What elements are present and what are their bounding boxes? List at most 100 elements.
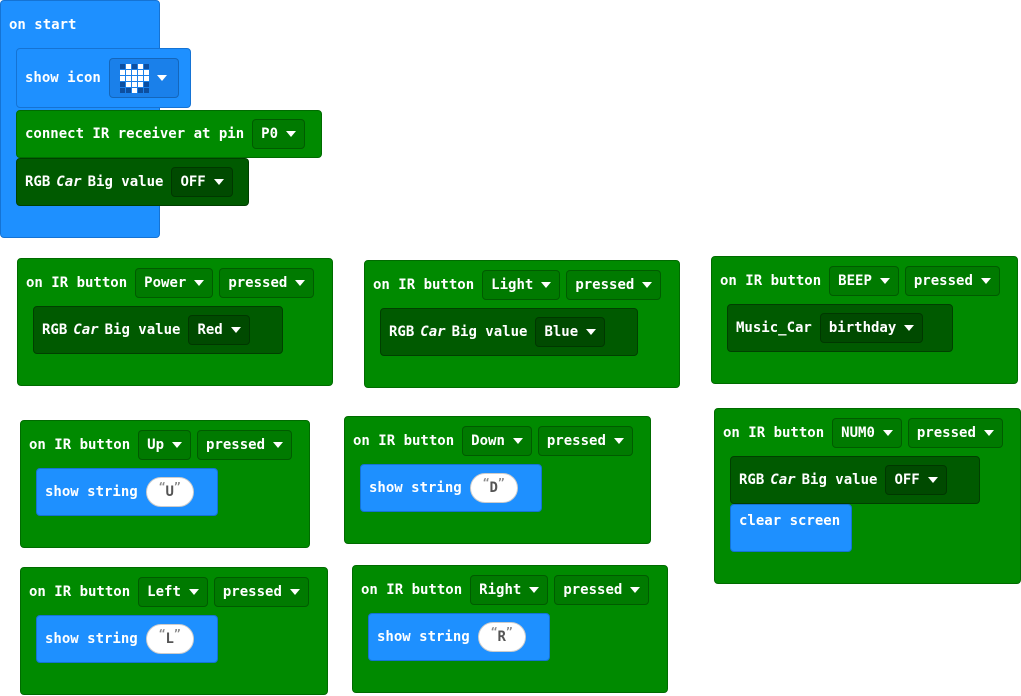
on-ir-button-label: on IR button <box>353 433 455 449</box>
ir-handler-header: on IR button Up pressed <box>29 430 298 460</box>
on-ir-button-label: on IR button <box>373 277 475 293</box>
ir-handler-header: on IR button NUM0 pressed <box>723 418 1009 448</box>
string-input[interactable]: “D” <box>469 473 518 503</box>
ir-event-dropdown[interactable]: pressed <box>537 426 633 456</box>
chevron-down-icon <box>980 278 991 284</box>
string-input[interactable]: “U” <box>145 477 194 507</box>
ir-handler-header: on IR button Left pressed <box>29 577 315 607</box>
string-input[interactable]: “L” <box>145 624 194 654</box>
ir-button-dropdown-value: BEEP <box>838 273 872 289</box>
clear-screen-label: clear screen <box>739 513 841 529</box>
ir-button-dropdown[interactable]: Power <box>135 268 214 298</box>
ir-event-dropdown-value: pressed <box>916 425 976 441</box>
ir-button-dropdown-value: Power <box>144 275 187 291</box>
ir-event-dropdown-value: pressed <box>546 433 606 449</box>
ir-button-dropdown[interactable]: Down <box>462 426 532 456</box>
on-ir-button-label: on IR button <box>29 584 131 600</box>
chevron-down-icon <box>882 430 893 436</box>
open-quote: “ <box>158 626 166 640</box>
ir-handler-header: on IR button BEEP pressed <box>720 266 1006 296</box>
rgb-label: RGB <box>389 324 415 340</box>
on-ir-button-label: on IR button <box>361 582 463 598</box>
rgb-value: OFF <box>180 174 206 190</box>
ir-button-dropdown[interactable]: Left <box>138 577 208 607</box>
show-string-label: show string <box>369 480 462 496</box>
chevron-down-icon <box>172 442 183 448</box>
icon-picker[interactable] <box>108 58 179 98</box>
show-icon-block[interactable]: show icon <box>16 48 191 108</box>
ir-event-dropdown[interactable]: pressed <box>907 418 1003 448</box>
heart-icon <box>120 63 150 93</box>
ir-button-dropdown-value: Up <box>147 437 165 453</box>
ir-handler-header: on IR button Right pressed <box>361 575 655 605</box>
ir-event-dropdown[interactable]: pressed <box>904 266 1000 296</box>
chevron-down-icon <box>904 325 915 331</box>
ir-event-dropdown[interactable]: pressed <box>219 268 315 298</box>
rgb-label: RGB <box>25 174 51 190</box>
car-label: Car <box>770 472 796 488</box>
ir-event-dropdown[interactable]: pressed <box>554 575 650 605</box>
ir-handler-header: on IR button Down pressed <box>353 426 639 456</box>
ir-button-dropdown[interactable]: Up <box>138 430 192 460</box>
ir-button-dropdown-value: Left <box>147 584 181 600</box>
connect-ir-block[interactable]: connect IR receiver at pin P0 <box>16 110 322 158</box>
ir-event-dropdown-value: pressed <box>222 584 282 600</box>
open-quote: “ <box>158 479 166 493</box>
rgb-value-dropdown-value: OFF <box>894 472 920 488</box>
on-ir-button-label: on IR button <box>26 275 128 291</box>
chevron-down-icon <box>230 327 241 333</box>
rgb-value-dropdown[interactable]: OFF <box>885 465 947 495</box>
car-label: Car <box>73 322 99 338</box>
chevron-down-icon <box>983 430 994 436</box>
pin-dropdown[interactable]: P0 <box>252 119 306 149</box>
close-quote: ” <box>505 624 513 638</box>
string-value: R <box>497 629 506 645</box>
show-string-block-row: show string“R” <box>377 622 526 652</box>
chevron-down-icon <box>289 589 300 595</box>
ir-event-dropdown[interactable]: pressed <box>213 577 309 607</box>
on-ir-button-label: on IR button <box>723 425 825 441</box>
ir-event-dropdown[interactable]: pressed <box>566 270 662 300</box>
melody-dropdown[interactable]: birthday <box>819 313 924 343</box>
ir-button-dropdown[interactable]: Light <box>482 270 561 300</box>
ir-button-dropdown-value: Down <box>471 433 505 449</box>
show-string-block[interactable]: show string“U” <box>36 468 218 516</box>
close-quote: ” <box>497 475 505 489</box>
show-string-label: show string <box>45 631 138 647</box>
rgb-label: RGB <box>42 322 68 338</box>
rgb-value-dropdown[interactable]: Red <box>188 315 250 345</box>
rgb-label: RGB <box>739 472 765 488</box>
close-quote: ” <box>173 479 181 493</box>
show-string-block-row: show string“U” <box>45 477 194 507</box>
connect-ir-label: connect IR receiver at pin <box>25 126 245 142</box>
show-string-block[interactable]: show string“R” <box>368 613 550 661</box>
ir-button-dropdown-value: Light <box>491 277 534 293</box>
on-ir-button-label: on IR button <box>720 273 822 289</box>
chevron-down-icon <box>541 282 552 288</box>
ir-button-dropdown[interactable]: BEEP <box>829 266 899 296</box>
rgb-value-dropdown-value: Blue <box>544 324 579 340</box>
chevron-down-icon <box>273 442 284 448</box>
show-string-block[interactable]: show string “L” <box>36 615 218 663</box>
ir-event-dropdown[interactable]: pressed <box>197 430 293 460</box>
on-ir-button-label: on IR button <box>29 437 131 453</box>
string-input[interactable]: “R” <box>477 622 526 652</box>
chevron-down-icon <box>286 131 297 137</box>
ir-button-dropdown[interactable]: NUM0 <box>832 418 902 448</box>
ir-button-dropdown[interactable]: Right <box>470 575 549 605</box>
car-label: Car <box>56 174 82 190</box>
chevron-down-icon <box>613 438 624 444</box>
big-value-label: Big value <box>104 322 181 338</box>
rgb-car-block[interactable]: RGB Car Big value OFF <box>16 158 249 206</box>
show-string-block[interactable]: show string “D” <box>360 464 542 512</box>
rgb-car-block[interactable]: RGB Car Big value Red <box>33 306 283 354</box>
clear-screen-block[interactable]: clear screen <box>730 504 852 552</box>
rgb-value-dropdown[interactable]: Blue <box>535 317 606 347</box>
chevron-down-icon <box>295 280 306 286</box>
rgb-value-dropdown[interactable]: OFF <box>171 167 233 197</box>
ir-event-dropdown-value: pressed <box>563 582 623 598</box>
